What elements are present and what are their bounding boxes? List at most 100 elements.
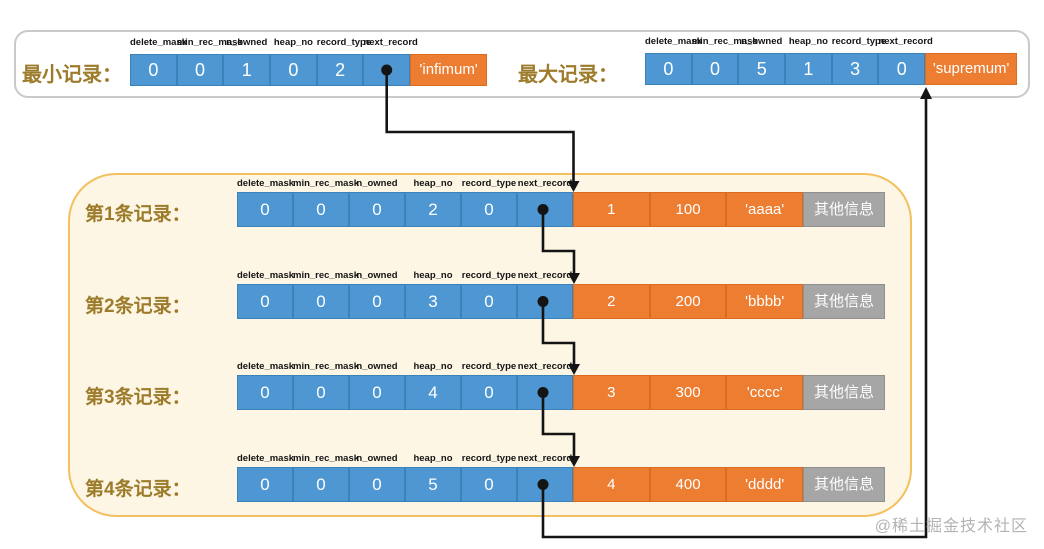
cell-record-name-supremum: 'supremum' bbox=[925, 53, 1018, 85]
cell-n-owned: 0 bbox=[349, 192, 405, 227]
field-header-delete-mask: delete_mask bbox=[237, 361, 295, 372]
field-header-record-type: record_type bbox=[316, 37, 372, 48]
cell-data-id: 3 bbox=[573, 375, 650, 410]
cell-record-type: 3 bbox=[831, 53, 879, 85]
cell-other-info: 其他信息 bbox=[803, 284, 886, 319]
record-row-1: 第1条记录： delete_mask min_rec_mask n_owned … bbox=[0, 178, 1044, 227]
cell-delete-mask: 0 bbox=[130, 54, 177, 86]
cell-data-name: 'bbbb' bbox=[726, 284, 804, 319]
cell-heap-no: 3 bbox=[405, 284, 461, 319]
field-header-min-rec-mask: min_rec_mask bbox=[293, 361, 360, 372]
cell-other-info: 其他信息 bbox=[803, 192, 886, 227]
cell-n-owned: 0 bbox=[349, 467, 405, 502]
watermark: @稀土掘金技术社区 bbox=[874, 518, 1028, 535]
cell-other-info: 其他信息 bbox=[803, 467, 886, 502]
field-header-n-owned: n_owned bbox=[356, 361, 398, 372]
record-label: 第1条记录： bbox=[85, 204, 191, 225]
cell-other-info: 其他信息 bbox=[803, 375, 886, 410]
cell-heap-no: 2 bbox=[405, 192, 461, 227]
cell-data-value: 300 bbox=[649, 375, 727, 410]
field-header-min-rec-mask: min_rec_mask bbox=[293, 453, 360, 464]
cell-delete-mask: 0 bbox=[237, 192, 293, 227]
cell-next-record-pointer bbox=[517, 284, 573, 319]
field-header-heap-no: heap_no bbox=[413, 270, 453, 281]
cell-heap-no: 4 bbox=[405, 375, 461, 410]
cell-record-type: 0 bbox=[461, 192, 517, 227]
field-header-record-type: record_type bbox=[461, 178, 517, 189]
field-header-n-owned: n_owned bbox=[356, 453, 398, 464]
cell-record-type: 0 bbox=[461, 467, 517, 502]
field-header-next-record: next_record bbox=[517, 361, 573, 372]
field-header-record-type: record_type bbox=[461, 361, 517, 372]
cell-data-id: 2 bbox=[573, 284, 650, 319]
field-header-min-rec-mask: min_rec_mask bbox=[176, 37, 243, 48]
field-header-n-owned: n_owned bbox=[356, 178, 398, 189]
cell-data-value: 100 bbox=[649, 192, 727, 227]
max-record-cells: 0 0 5 1 3 0 'supremum' bbox=[645, 53, 1018, 85]
field-header-delete-mask: delete_mask bbox=[130, 37, 188, 48]
cell-min-rec-mask: 0 bbox=[293, 284, 349, 319]
cell-min-rec-mask: 0 bbox=[293, 192, 349, 227]
field-header-min-rec-mask: min_rec_mask bbox=[293, 178, 360, 189]
field-header-delete-mask: delete_mask bbox=[645, 36, 703, 47]
cell-data-id: 4 bbox=[573, 467, 650, 502]
field-header-heap-no: heap_no bbox=[788, 36, 828, 47]
field-header-heap-no: heap_no bbox=[413, 178, 453, 189]
field-header-min-rec-mask: min_rec_mask bbox=[691, 36, 758, 47]
field-header-next-record: next_record bbox=[517, 270, 573, 281]
cell-record-type: 2 bbox=[316, 54, 364, 86]
cell-delete-mask: 0 bbox=[237, 467, 293, 502]
field-header-heap-no: heap_no bbox=[273, 37, 313, 48]
field-header-next-record: next_record bbox=[517, 453, 573, 464]
field-header-record-type: record_type bbox=[461, 270, 517, 281]
record-field-headers: delete_mask min_rec_mask n_owned heap_no… bbox=[237, 270, 573, 282]
field-header-record-type: record_type bbox=[831, 36, 887, 47]
field-header-heap-no: heap_no bbox=[413, 361, 453, 372]
cell-record-name-infimum: 'infimum' bbox=[410, 54, 488, 86]
cell-heap-no: 5 bbox=[405, 467, 461, 502]
min-record-label: 最小记录： bbox=[22, 64, 122, 86]
field-header-n-owned: n_owned bbox=[226, 37, 268, 48]
cell-next-record-pointer bbox=[517, 192, 573, 227]
cell-data-name: 'cccc' bbox=[726, 375, 804, 410]
cell-delete-mask: 0 bbox=[237, 284, 293, 319]
field-header-delete-mask: delete_mask bbox=[237, 453, 295, 464]
field-header-heap-no: heap_no bbox=[413, 453, 453, 464]
cell-heap-no: 1 bbox=[785, 53, 832, 85]
cell-data-name: 'aaaa' bbox=[726, 192, 804, 227]
cell-next-record-pointer bbox=[517, 467, 573, 502]
field-header-next-record: next_record bbox=[517, 178, 573, 189]
min-record-field-headers: delete_mask min_rec_mask n_owned heap_no… bbox=[130, 37, 418, 49]
cell-n-owned: 0 bbox=[349, 284, 405, 319]
cell-delete-mask: 0 bbox=[237, 375, 293, 410]
max-record-field-headers: delete_mask min_rec_mask n_owned heap_no… bbox=[645, 36, 933, 48]
record-label: 第3条记录： bbox=[85, 387, 191, 408]
cell-min-rec-mask: 0 bbox=[176, 54, 224, 86]
cell-next-record-pointer bbox=[517, 375, 573, 410]
record-cells: 0 0 0 2 0 1 100 'aaaa' 其他信息 bbox=[237, 192, 886, 227]
min-record-cells: 0 0 1 0 2 'infimum' bbox=[130, 54, 488, 86]
record-label: 第4条记录： bbox=[85, 479, 191, 500]
field-header-min-rec-mask: min_rec_mask bbox=[293, 270, 360, 281]
record-field-headers: delete_mask min_rec_mask n_owned heap_no… bbox=[237, 361, 573, 373]
cell-n-owned: 1 bbox=[223, 54, 271, 86]
field-header-delete-mask: delete_mask bbox=[237, 270, 295, 281]
record-row-4: 第4条记录： delete_mask min_rec_mask n_owned … bbox=[0, 453, 1044, 502]
record-cells: 0 0 0 5 0 4 400 'dddd' 其他信息 bbox=[237, 467, 886, 502]
field-header-delete-mask: delete_mask bbox=[237, 178, 295, 189]
field-header-n-owned: n_owned bbox=[356, 270, 398, 281]
field-header-record-type: record_type bbox=[461, 453, 517, 464]
cell-record-type: 0 bbox=[461, 375, 517, 410]
cell-min-rec-mask: 0 bbox=[691, 53, 739, 85]
field-header-next-record: next_record bbox=[363, 37, 418, 48]
record-field-headers: delete_mask min_rec_mask n_owned heap_no… bbox=[237, 453, 573, 465]
cell-data-value: 200 bbox=[649, 284, 727, 319]
max-record-label: 最大记录： bbox=[518, 64, 618, 86]
field-header-n-owned: n_owned bbox=[741, 36, 783, 47]
record-cells: 0 0 0 4 0 3 300 'cccc' 其他信息 bbox=[237, 375, 886, 410]
cell-record-type: 0 bbox=[461, 284, 517, 319]
cell-next-record-pointer bbox=[363, 54, 411, 86]
field-header-next-record: next_record bbox=[878, 36, 933, 47]
cell-data-id: 1 bbox=[573, 192, 650, 227]
